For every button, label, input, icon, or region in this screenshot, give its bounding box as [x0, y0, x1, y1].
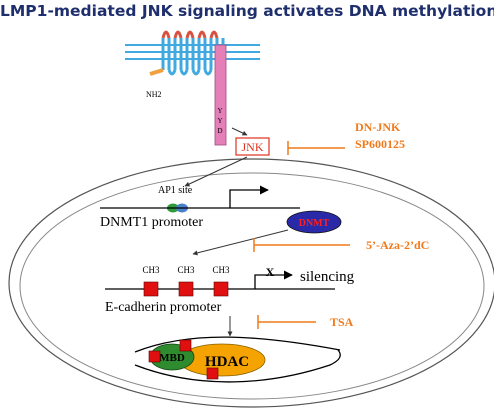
ch3-label-1: CH3 [142, 265, 160, 275]
ch3-box-1 [143, 281, 159, 297]
c-terminal-tail [214, 44, 227, 146]
dnmt1-promoter-label: DNMT1 promoter [100, 215, 203, 230]
tsa-label: TSA [330, 315, 354, 329]
condensed-chromatin [134, 336, 341, 383]
block-x-mark: X [266, 265, 275, 279]
dnmt1-tss-arrow [229, 185, 269, 208]
silencing-label: silencing [300, 269, 355, 285]
jnk-box [235, 137, 270, 156]
yyd-label-y2: Y [217, 117, 222, 125]
arrow-to-jnk [231, 127, 248, 136]
yyd-label-d: D [217, 127, 222, 135]
aza-label: 5’-Aza-2’dC [366, 238, 429, 252]
mbd-label: MBD [159, 352, 185, 364]
diagram-title: LMP1-mediated JNK signaling activates DN… [0, 2, 494, 20]
ch3-label-3: CH3 [212, 265, 230, 275]
hdac-label: HDAC [205, 354, 249, 370]
ecadherin-promoter-label: E-cadherin promoter [105, 300, 222, 315]
cell-membrane [8, 158, 494, 408]
jnk-label: JNK [241, 140, 263, 154]
ecadherin-tss-arrow [254, 270, 293, 289]
nh2-label: NH2 [146, 90, 162, 99]
yyd-label-y1: Y [217, 107, 222, 115]
ch3-box-3 [213, 281, 229, 297]
methyl-box-2 [179, 339, 192, 352]
arrow-dnmt-to-ecadherin [192, 229, 289, 256]
ap1-site-label: AP1 site [158, 185, 193, 196]
dn-jnk-label: DN-JNK [355, 120, 401, 134]
nucleus-membrane [19, 172, 485, 400]
dnmt-enzyme [286, 210, 342, 234]
ch3-box-2 [178, 281, 194, 297]
arrow-jnk-to-ap1 [184, 156, 248, 187]
methyl-box-1 [148, 350, 161, 363]
dnmt-label: DNMT [299, 218, 330, 229]
sp600125-label: SP600125 [355, 137, 405, 151]
lmp1-protein [149, 30, 227, 146]
ch3-label-2: CH3 [177, 265, 195, 275]
methyl-box-3 [206, 367, 219, 380]
